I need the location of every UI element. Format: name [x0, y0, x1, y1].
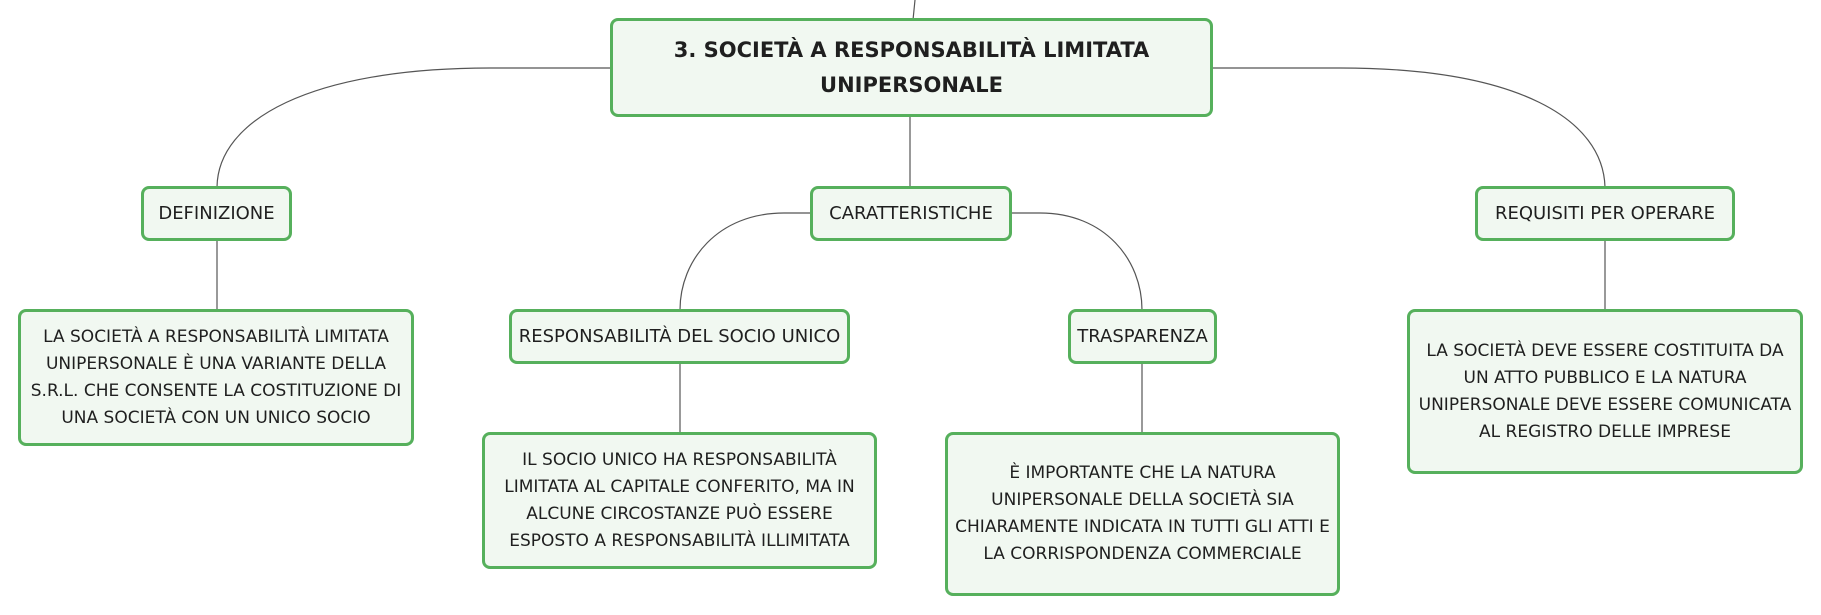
connector-caratteristiche-to-trasparenza — [1010, 212, 1143, 311]
subtopic-requisiti-text-content: LA SOCIETÀ DEVE ESSERE COSTITUITA DA UN … — [1418, 340, 1792, 442]
topic-caratteristiche[interactable]: CARATTERISTICHE — [810, 186, 1012, 241]
topic-definizione[interactable]: DEFINIZIONE — [141, 186, 292, 241]
connector-caratteristiche-to-responsabilita — [679, 212, 811, 311]
subtopic-responsabilita-text[interactable]: IL SOCIO UNICO HA RESPONSABILITÀ LIMITAT… — [482, 432, 877, 569]
topic-definizione-label: DEFINIZIONE — [158, 203, 275, 224]
connector-root-to-requisiti — [1212, 67, 1606, 188]
root-topic[interactable]: 3. SOCIETÀ A RESPONSABILITÀ LIMITATA UNI… — [610, 18, 1213, 117]
subtopic-responsabilita[interactable]: RESPONSABILITÀ DEL SOCIO UNICO — [509, 309, 850, 364]
subtopic-responsabilita-label: RESPONSABILITÀ DEL SOCIO UNICO — [518, 326, 841, 347]
subtopic-trasparenza-text-content: È IMPORTANTE CHE LA NATURA UNIPERSONALE … — [955, 463, 1330, 564]
topic-requisiti-label: REQUISITI PER OPERARE — [1494, 203, 1716, 224]
connector-parent-to-root — [912, 0, 916, 21]
topic-caratteristiche-label: CARATTERISTICHE — [829, 203, 993, 224]
subtopic-trasparenza[interactable]: TRASPARENZA — [1068, 309, 1217, 364]
subtopic-trasparenza-text[interactable]: È IMPORTANTE CHE LA NATURA UNIPERSONALE … — [945, 432, 1340, 596]
subtopic-definizione-text[interactable]: LA SOCIETÀ A RESPONSABILITÀ LIMITATA UNI… — [18, 309, 414, 446]
connector-root-to-definizione — [216, 67, 612, 188]
subtopic-trasparenza-label: TRASPARENZA — [1077, 326, 1208, 347]
topic-requisiti[interactable]: REQUISITI PER OPERARE — [1475, 186, 1735, 241]
root-topic-title: 3. SOCIETÀ A RESPONSABILITÀ LIMITATA UNI… — [673, 37, 1150, 97]
subtopic-definizione-text-content: LA SOCIETÀ A RESPONSABILITÀ LIMITATA UNI… — [30, 326, 402, 428]
subtopic-requisiti-text[interactable]: LA SOCIETÀ DEVE ESSERE COSTITUITA DA UN … — [1407, 309, 1803, 474]
subtopic-responsabilita-text-content: IL SOCIO UNICO HA RESPONSABILITÀ LIMITAT… — [504, 449, 855, 551]
